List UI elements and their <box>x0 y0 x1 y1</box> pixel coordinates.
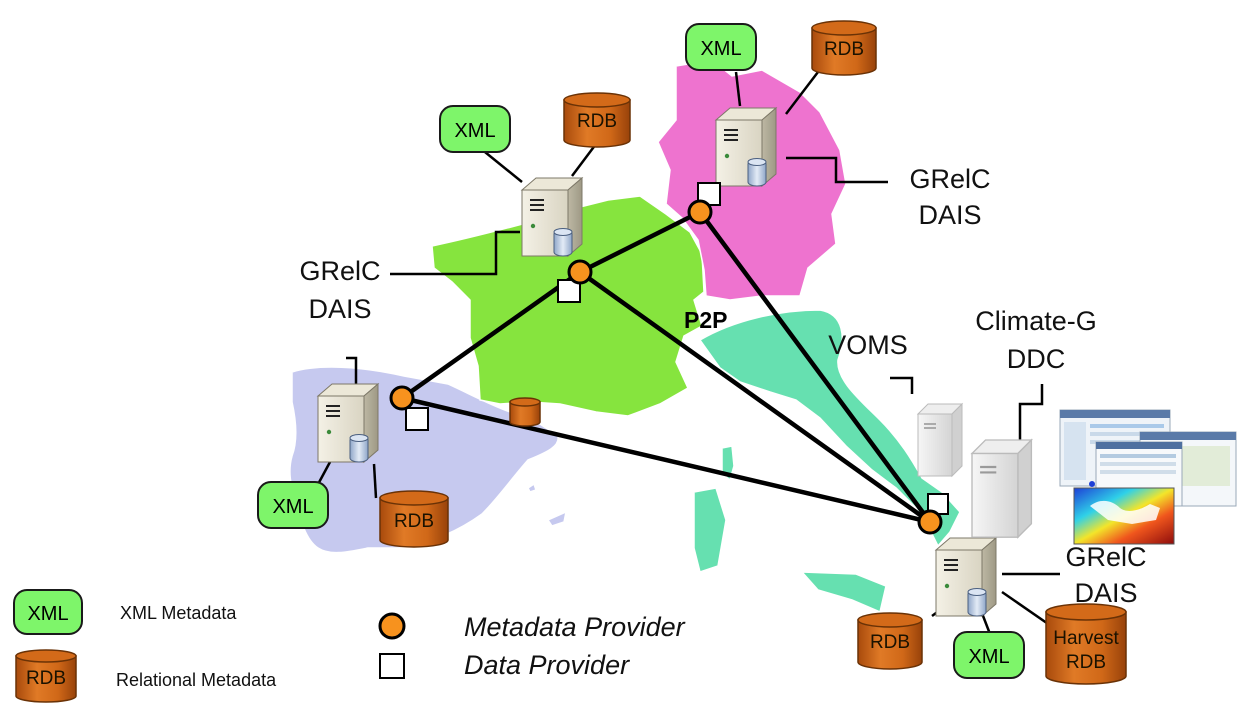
legend-data-provider-icon <box>379 653 405 679</box>
rdb-cylinder-france: RDB <box>563 92 631 148</box>
svg-text:RDB: RDB <box>394 511 434 532</box>
server-italy <box>935 537 997 617</box>
svg-text:DAIS: DAIS <box>308 294 371 324</box>
balearic-island-2 <box>527 482 537 493</box>
server-germany <box>715 107 777 187</box>
xml-badge-germany: XML <box>685 23 757 71</box>
svg-text:GRelC: GRelC <box>1065 542 1146 572</box>
svg-text:DDC: DDC <box>1007 344 1066 374</box>
svg-text:RDB: RDB <box>824 39 864 60</box>
svg-text:RDB: RDB <box>1066 652 1106 673</box>
legend-metadata-provider-label: Metadata Provider <box>464 612 686 642</box>
svg-text:Climate-G: Climate-G <box>975 306 1097 336</box>
legend-rdb-cylinder: RDB <box>15 649 77 703</box>
connector-lines <box>314 71 1060 635</box>
svg-text:Harvest: Harvest <box>1053 628 1119 649</box>
italy-region <box>698 309 961 548</box>
rdb-cylinder-pyrenees <box>509 397 541 427</box>
svg-text:DAIS: DAIS <box>1074 578 1137 608</box>
svg-text:GRelC: GRelC <box>299 256 380 286</box>
svg-text:RDB: RDB <box>577 111 617 132</box>
label-voms: VOMS <box>828 330 908 360</box>
corsica-island <box>721 445 735 482</box>
svg-text:XML: XML <box>27 603 68 625</box>
svg-text:XML: XML <box>700 38 741 60</box>
svg-text:DAIS: DAIS <box>918 200 981 230</box>
xml-badge-france: XML <box>439 105 511 153</box>
sicily-island <box>800 571 887 614</box>
sardinia-island <box>693 487 727 573</box>
harvest-rdb-cylinder: Harvest RDB <box>1045 603 1127 685</box>
balearic-island-1 <box>546 510 568 527</box>
svg-text:GRelC: GRelC <box>909 164 990 194</box>
svg-text:XML: XML <box>454 120 495 142</box>
legend-xml-badge: XML <box>13 589 83 635</box>
legend-metadata-provider-icon <box>378 612 406 640</box>
xml-badge-spain: XML <box>257 481 329 529</box>
label-grelc-dais-germany: GRelC DAIS <box>909 164 990 230</box>
portal-screenshots <box>1059 409 1237 545</box>
label-grelc-dais-italy: GRelC DAIS <box>1065 542 1146 608</box>
label-grelc-dais-france: GRelC DAIS <box>299 256 380 324</box>
server-france <box>521 177 583 257</box>
legend-data-provider-label: Data Provider <box>464 650 630 680</box>
label-p2p: P2P <box>684 307 727 333</box>
label-climate-g-ddc: Climate-G DDC <box>975 306 1097 374</box>
legend: XML XML Metadata RDB Relational Metadata… <box>13 589 686 703</box>
metadata-providers <box>389 199 943 535</box>
svg-text:RDB: RDB <box>26 668 66 689</box>
svg-text:RDB: RDB <box>870 632 910 653</box>
svg-text:XML: XML <box>272 496 313 518</box>
server-climate-g <box>970 438 1033 539</box>
rdb-cylinder-germany: RDB <box>811 20 877 76</box>
xml-badge-italy: XML <box>953 631 1025 679</box>
legend-xml-metadata-label: XML Metadata <box>120 603 237 623</box>
rdb-cylinder-spain: RDB <box>379 490 449 548</box>
p2p-links <box>399 209 933 525</box>
server-spain <box>317 383 379 463</box>
data-providers <box>405 182 949 515</box>
server-voms <box>917 403 963 477</box>
svg-text:XML: XML <box>968 646 1009 668</box>
legend-relational-metadata-label: Relational Metadata <box>116 670 277 690</box>
rdb-cylinder-italy: RDB <box>857 612 923 670</box>
